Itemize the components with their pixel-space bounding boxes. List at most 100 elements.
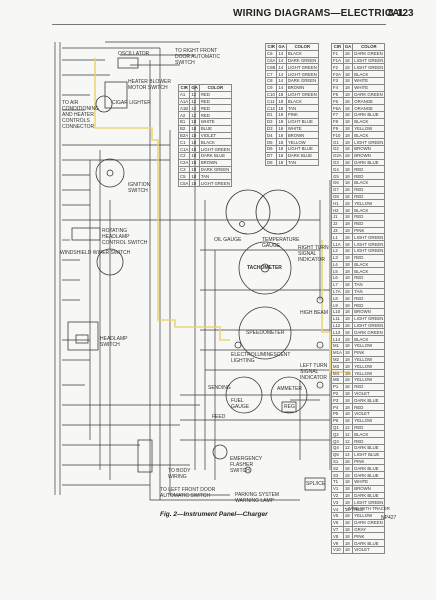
table-cell: LIGHT GREEN — [352, 498, 386, 507]
table-cell: YELLOW — [352, 369, 386, 378]
table-cell: 12 — [342, 444, 354, 452]
table-cell: P6 — [331, 416, 344, 425]
table-cell: F5 — [331, 90, 344, 99]
table-cell: H1 — [331, 199, 344, 208]
table-cell: G1 — [331, 138, 344, 146]
table-cell: DARK BLUE — [352, 444, 386, 452]
table-cell: V3 — [331, 498, 344, 507]
table-cell: LIGHT GREEN — [352, 314, 386, 323]
table-cell: BROWN — [352, 151, 386, 160]
table-cell: V7 — [331, 525, 344, 534]
table-cell: DARK BLUE — [352, 158, 386, 167]
table-cell: 12 — [342, 437, 354, 446]
table-cell: BLACK — [352, 178, 386, 187]
table-cell: PINK — [352, 226, 386, 235]
left-turn-label: LEFT TURN SIGNAL INDICATOR — [300, 363, 328, 381]
table-cell: RED — [352, 185, 386, 194]
table-cell: L6 — [331, 274, 344, 282]
reg-label: REG — [284, 404, 295, 410]
table-cell: 18 — [342, 151, 354, 160]
table-cell: 18 — [342, 178, 354, 187]
table-cell: Q5 — [331, 450, 344, 459]
table-cell: F2A — [331, 70, 344, 78]
table-cell: BROWN — [352, 484, 386, 493]
table-cell: Q2 — [331, 430, 344, 439]
table-cell: 18 — [342, 90, 354, 99]
table-cell: 18 — [342, 348, 354, 357]
table-cell: M1A — [331, 348, 344, 357]
table-cell: BLACK — [352, 260, 386, 269]
table-cell: 12 — [342, 423, 354, 432]
table-cell: DARK BLUE — [352, 464, 386, 473]
table-cell: BROWN — [352, 144, 386, 153]
table-cell: 18 — [342, 158, 354, 167]
table-cell: BLACK — [352, 267, 386, 276]
table-cell: L1 — [331, 233, 344, 242]
table-cell: LIGHT GREEN — [352, 138, 386, 146]
heater-blower-label: HEATER BLOWER MOTOR SWITCH — [128, 79, 171, 91]
table-cell: 18 — [342, 376, 354, 384]
table-cell: WHITE — [352, 83, 386, 92]
table-cell: 12 — [342, 430, 354, 439]
table-cell: G2 — [331, 144, 344, 153]
high-beam-label: HIGH BEAM — [300, 310, 329, 316]
table-cell: WHITE — [352, 478, 386, 486]
table-cell: 18 — [342, 335, 354, 344]
table-cell: LIGHT GREEN — [352, 56, 386, 65]
table-cell: 18 — [342, 342, 354, 350]
cigar-lighter-label: CIGAR LIGHTER — [112, 100, 151, 106]
table-cell: F6A — [331, 104, 344, 112]
table-cell: 18 — [342, 532, 354, 541]
table-cell: L9 — [331, 301, 344, 310]
table-cell: 18 — [342, 457, 354, 466]
table-cell: 18 — [342, 104, 354, 112]
table-cell: P5 — [331, 410, 344, 418]
table-cell: M2 — [331, 355, 344, 364]
table-cell: 18 — [342, 246, 354, 255]
table-cell: DARK BLUE — [352, 110, 386, 119]
table-cell: BLACK — [352, 131, 386, 140]
table-cell: YELLOW — [352, 355, 386, 364]
table-cell: 18 — [342, 124, 354, 133]
table-cell: LIGHT GREEN — [352, 240, 386, 248]
ammeter-label: AMMETER — [277, 386, 302, 392]
table-cell: V1 — [331, 484, 344, 493]
table-cell: L8 — [331, 294, 344, 303]
table-cell: G8 — [331, 192, 344, 201]
table-cell: BLACK — [352, 70, 386, 78]
table-cell: RED — [352, 423, 386, 432]
table-cell: 18 — [342, 70, 354, 78]
table-cell: LIGHT BLUE — [352, 450, 386, 459]
